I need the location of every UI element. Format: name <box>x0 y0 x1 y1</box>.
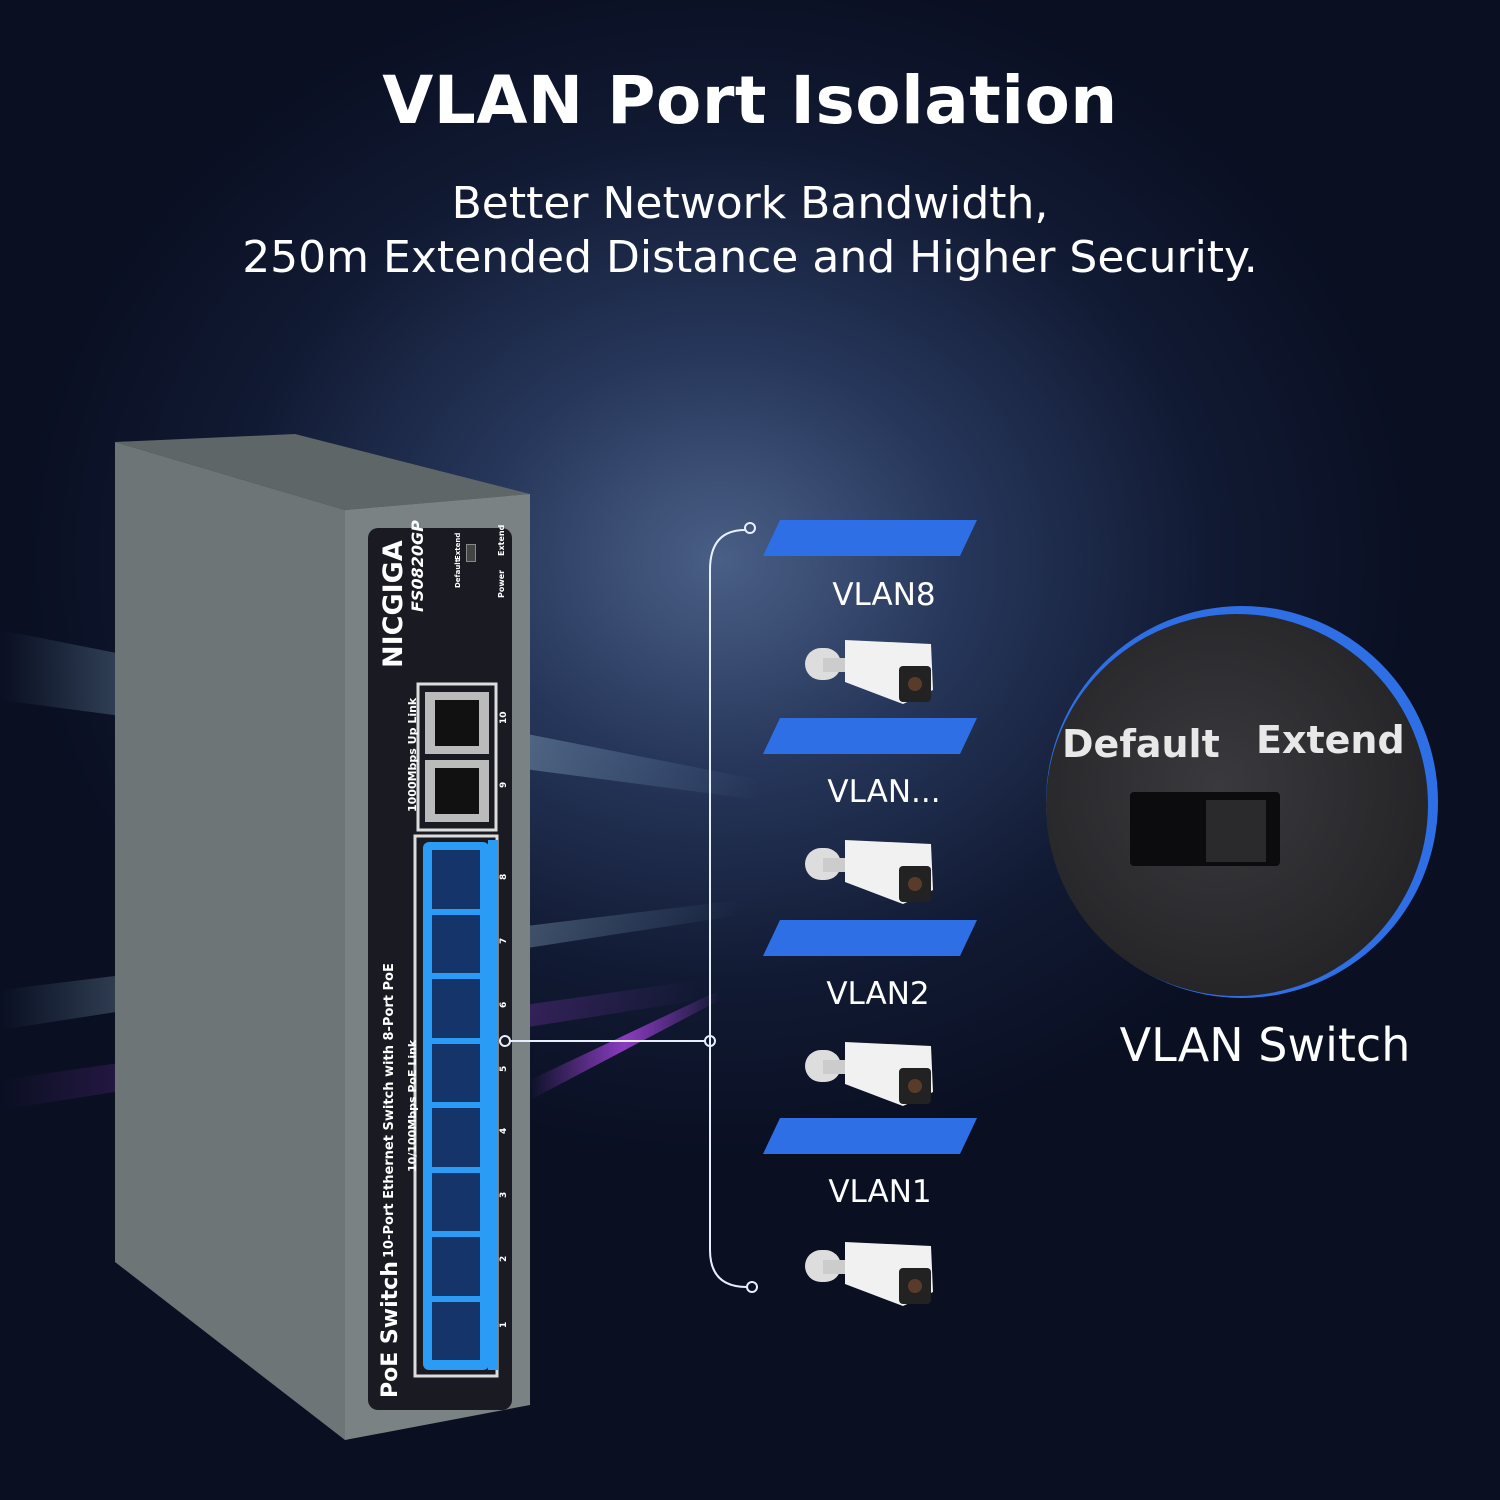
vlan-label-2: VLAN2 <box>826 976 930 1012</box>
port-6 <box>432 979 480 1038</box>
port-8 <box>432 850 480 909</box>
poe-ports <box>432 850 480 1360</box>
camera-icon <box>805 1042 933 1106</box>
closeup-label-default: Default <box>1062 722 1220 766</box>
port-7 <box>432 914 480 973</box>
vlan-label-8: VLAN8 <box>832 577 936 613</box>
page-title: VLAN Port Isolation <box>382 62 1118 139</box>
camera-icon <box>805 640 933 704</box>
port-3 <box>432 1172 480 1231</box>
closeup-caption: VLAN Switch <box>1119 1018 1411 1072</box>
vlan-bar-2 <box>763 920 977 956</box>
vlan-label-1: VLAN1 <box>828 1174 932 1210</box>
vlan-label-n: VLAN... <box>827 774 941 810</box>
subtitle-line-1: Better Network Bandwidth, <box>451 178 1049 229</box>
vlan-bar-n <box>763 718 977 754</box>
port-4 <box>432 1108 480 1167</box>
closeup-switch-knob <box>1206 800 1266 862</box>
vlan-switch-closeup: Default Extend <box>1046 614 1428 996</box>
vlan-dip-switch[interactable] <box>466 544 476 562</box>
camera-icon <box>805 840 933 904</box>
vlan-bar-1 <box>763 1118 977 1154</box>
camera-icon <box>805 1242 933 1306</box>
closeup-label-extend: Extend <box>1256 718 1405 762</box>
vlan-bar-8 <box>763 520 977 556</box>
port-5 <box>432 1043 480 1102</box>
port-1 <box>432 1301 480 1360</box>
subtitle-line-2: 250m Extended Distance and Higher Securi… <box>242 232 1258 283</box>
port-2 <box>432 1237 480 1296</box>
closeup-dip-switch <box>1130 792 1280 866</box>
